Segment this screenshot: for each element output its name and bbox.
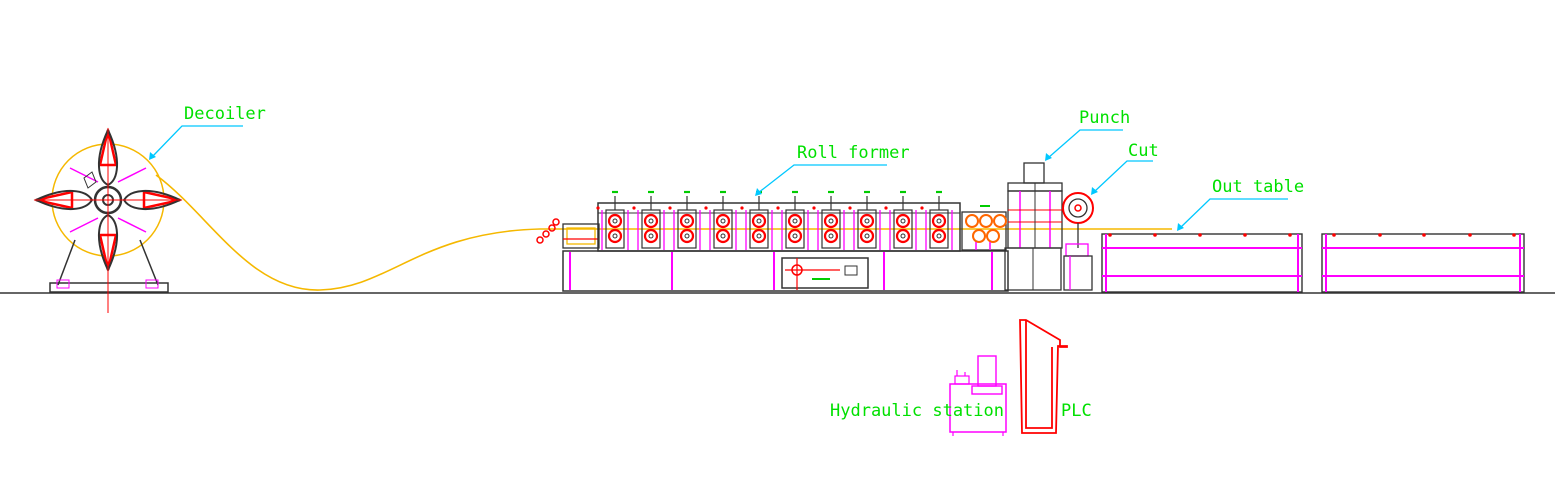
label-out-table: Out table (1212, 177, 1304, 197)
forming-station (704, 190, 737, 250)
forming-station (812, 190, 845, 250)
out-table-1 (1101, 233, 1303, 293)
decoiler-leader (151, 125, 243, 158)
hydraulic-station (949, 355, 1007, 436)
forming-station (632, 190, 665, 250)
cut-leader (1093, 160, 1153, 193)
decoiler (33, 127, 183, 313)
label-cut: Cut (1128, 141, 1159, 161)
label-hydraulic-station: Hydraulic station (830, 401, 1004, 421)
out-table-dots (1108, 233, 1516, 237)
forming-station (884, 190, 917, 250)
punch-unit (1004, 162, 1063, 291)
label-roll-former: Roll former (797, 143, 910, 163)
forming-station (596, 190, 629, 250)
forming-station (848, 190, 881, 250)
leader-lines (151, 125, 1288, 229)
straightener (961, 205, 1007, 251)
forming-station (920, 190, 953, 250)
forming-station (668, 190, 701, 250)
forming-station (740, 190, 773, 250)
entry-guide (536, 218, 600, 249)
out-table-leader (1179, 198, 1288, 229)
roll-former-leader (757, 164, 887, 194)
out-table-2 (1321, 233, 1525, 293)
punch-leader (1047, 129, 1123, 159)
forming-station (776, 190, 809, 250)
label-plc: PLC (1061, 401, 1092, 421)
label-punch: Punch (1079, 108, 1130, 128)
forming-stations (596, 190, 953, 250)
cut-unit (1062, 192, 1094, 291)
leader-arrowheads (149, 152, 1184, 231)
label-decoiler: Decoiler (184, 104, 266, 124)
roll-former (562, 190, 1009, 292)
coil-strip (155, 174, 1172, 291)
plc-cabinet (1019, 319, 1068, 434)
